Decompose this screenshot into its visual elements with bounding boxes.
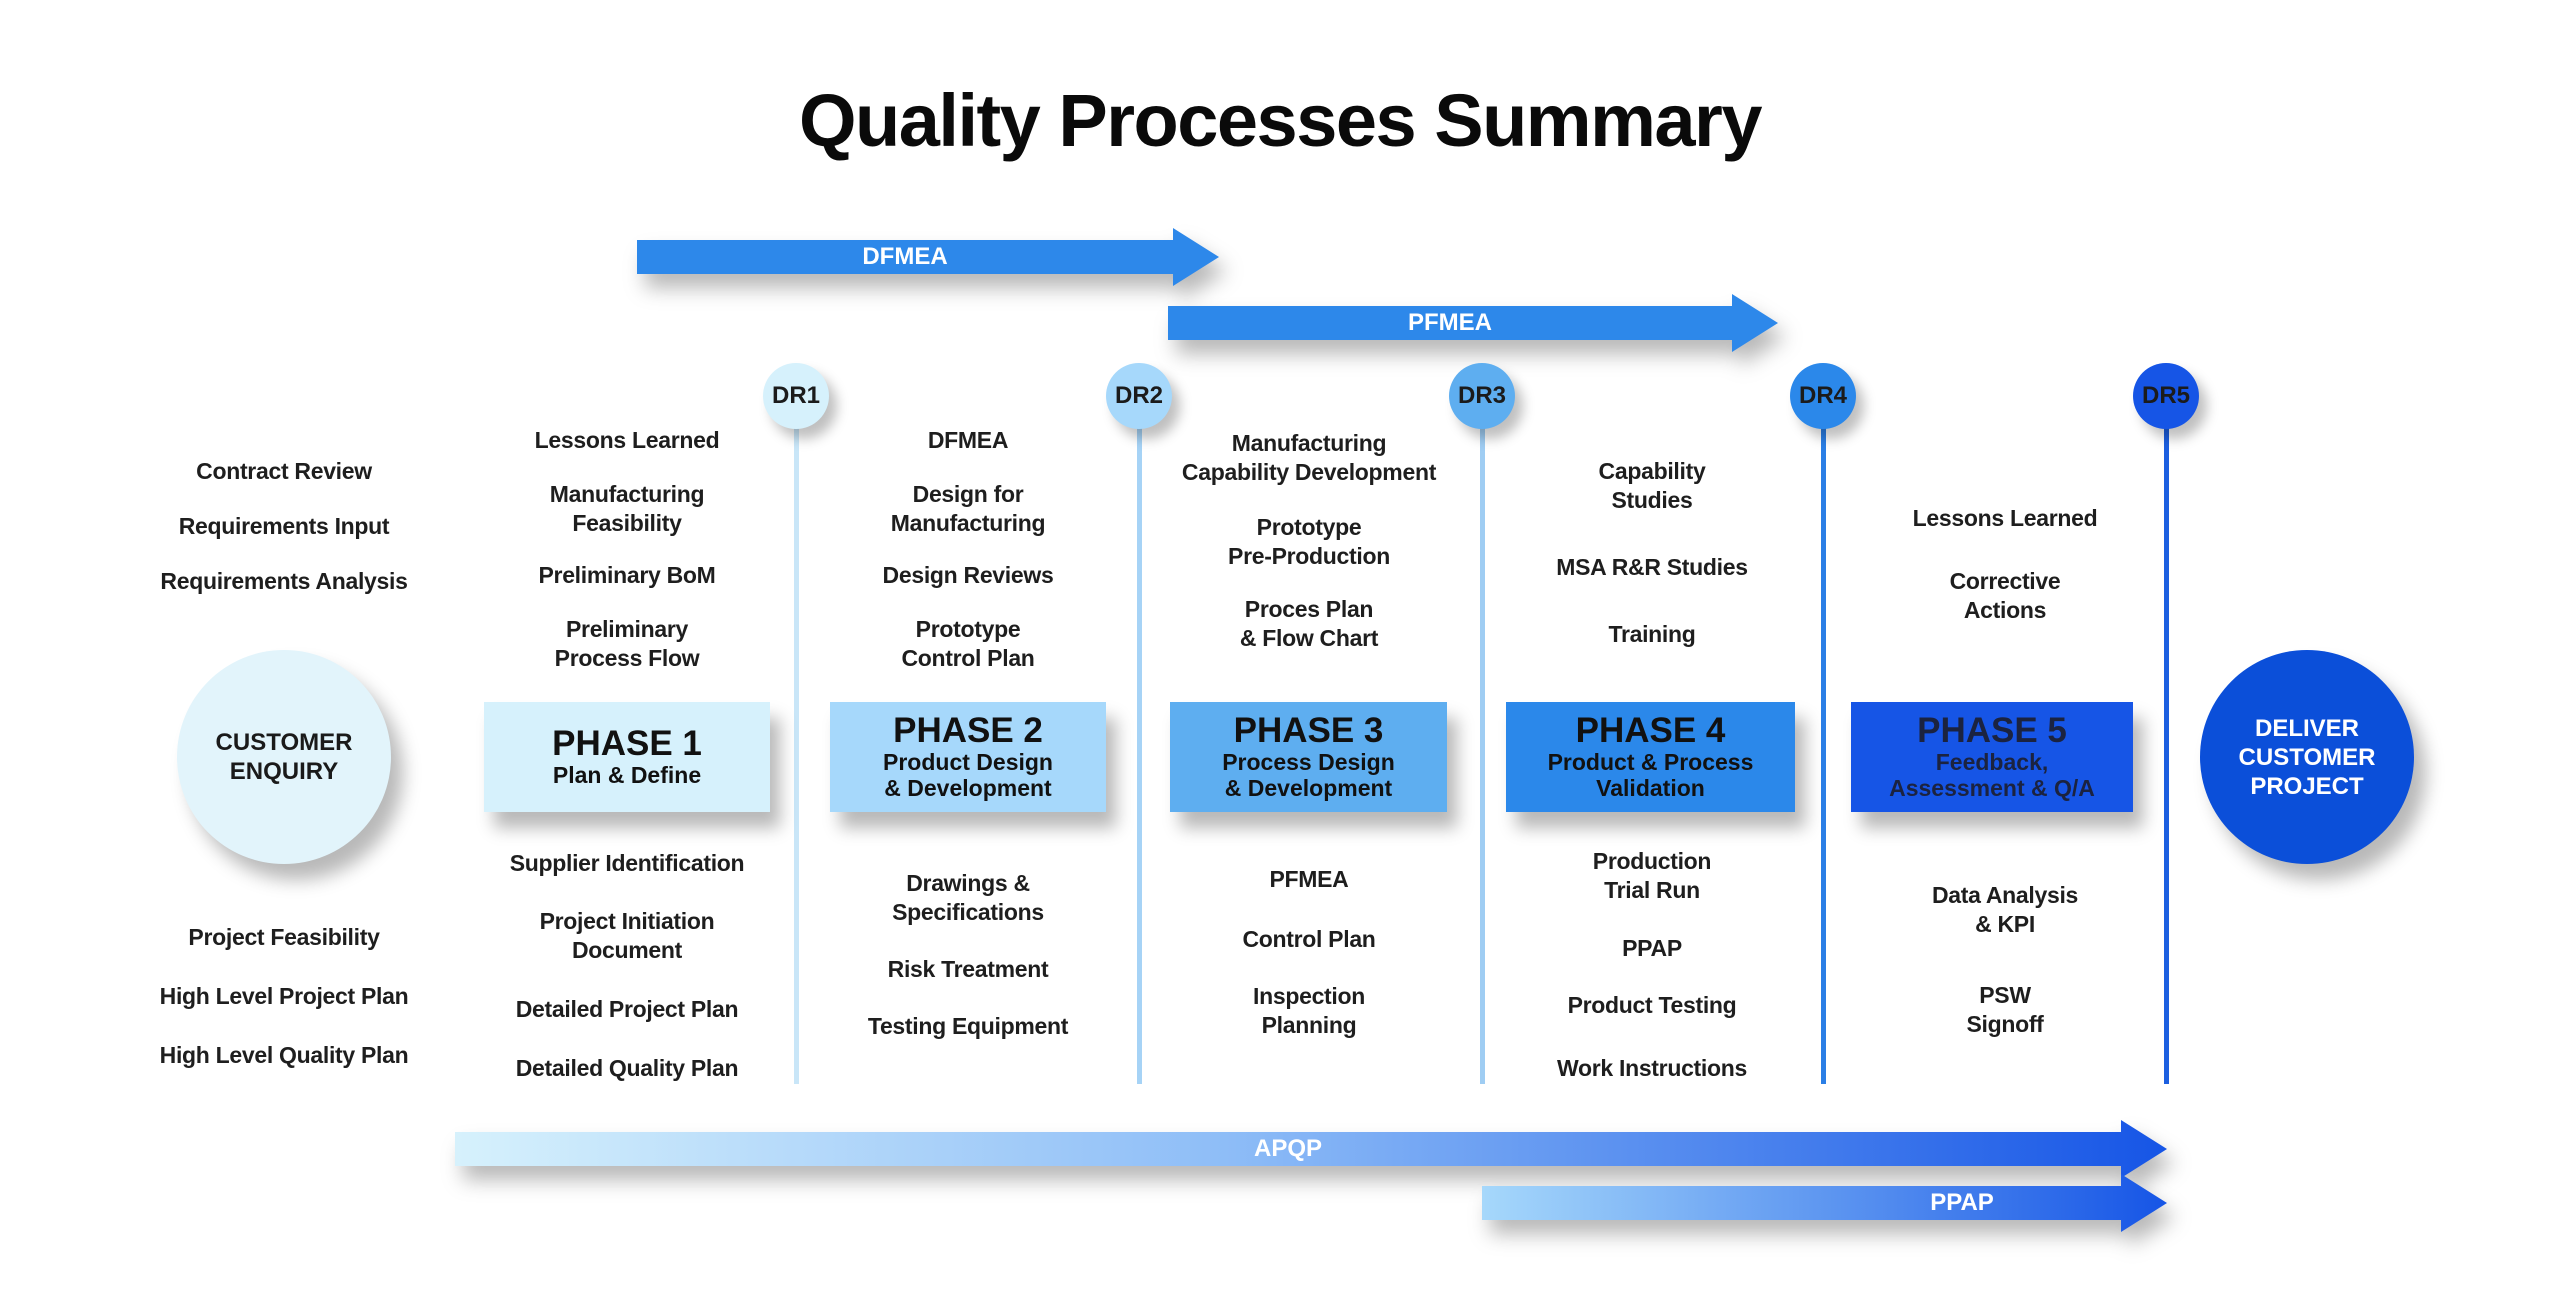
enquiry-below-item: Project Feasibility	[188, 924, 380, 950]
dr3-label: DR3	[1457, 382, 1506, 409]
pfmea-arrow-label: PFMEA	[1408, 309, 1492, 336]
phase2-above-item: Design for Manufacturing	[890, 481, 1046, 536]
phase1-above-item: Manufacturing Feasibility	[549, 481, 705, 536]
apqp-arrow: APQP	[455, 1120, 2167, 1178]
dr1-label: DR1	[771, 382, 820, 409]
dr5-line	[2164, 420, 2169, 1084]
phase2-subtitle: Product Design & Development	[883, 749, 1053, 801]
phase4-below-item: Production Trial Run	[1592, 848, 1712, 903]
phase2-title: PHASE 2	[893, 711, 1043, 750]
phase4-title: PHASE 4	[1575, 711, 1726, 750]
phase3-below-item: Control Plan	[1242, 926, 1376, 952]
phase4-above-item: MSA R&R Studies	[1556, 554, 1748, 580]
phase3-above-item: Proces Plan & Flow Chart	[1239, 596, 1379, 651]
phase3-box: PHASE 3 Process Design & Development	[1170, 702, 1447, 812]
dfmea-arrow: DFMEA	[637, 228, 1219, 286]
phase1-below-item: Supplier Identification	[509, 850, 745, 876]
phase3-below-item: PFMEA	[1269, 866, 1349, 892]
phase1-title: PHASE 1	[552, 724, 702, 763]
design-review-dr1: DR1	[763, 363, 829, 429]
phase2-box: PHASE 2 Product Design & Development	[830, 702, 1106, 812]
enquiry-below-item: High Level Project Plan	[159, 983, 409, 1009]
enquiry-above-item: Contract Review	[196, 458, 372, 484]
phase2-above-item: DFMEA	[927, 427, 1009, 453]
deliver-customer-project-circle: DELIVER CUSTOMER PROJECT	[2200, 650, 2414, 864]
dr2-label: DR2	[1114, 382, 1163, 409]
phase5-subtitle: Feedback, Assessment & Q/A	[1889, 749, 2095, 801]
phase5-above-item: Corrective Actions	[1949, 568, 2061, 623]
phase1-box: PHASE 1 Plan & Define	[484, 702, 770, 812]
pfmea-arrow: PFMEA	[1168, 294, 1778, 352]
phase5-box: PHASE 5 Feedback, Assessment & Q/A	[1851, 702, 2133, 812]
phase1-below-item: Project Initiation Document	[539, 908, 715, 963]
phase5-below-item: PSW Signoff	[1966, 982, 2044, 1037]
dr4-label: DR4	[1798, 382, 1847, 409]
phase1-below-item: Detailed Project Plan	[515, 996, 739, 1022]
phase3-above-item: Manufacturing Capability Development	[1181, 430, 1437, 485]
phase1-subtitle: Plan & Define	[552, 762, 702, 788]
phase3-below-item: Inspection Planning	[1252, 983, 1366, 1038]
phase3-title: PHASE 3	[1233, 711, 1384, 750]
phase2-below-item: Drawings & Specifications	[892, 870, 1044, 925]
ppap-arrow-shape	[1482, 1174, 2167, 1232]
phase4-box: PHASE 4 Product & Process Validation	[1506, 702, 1795, 812]
design-review-dr3: DR3	[1449, 363, 1515, 429]
phase4-above-item: Training	[1608, 621, 1696, 647]
customer-enquiry-circle: CUSTOMER ENQUIRY	[177, 650, 391, 864]
design-review-dr4: DR4	[1790, 363, 1856, 429]
dr5-label: DR5	[2141, 382, 2190, 409]
deliver-label: DELIVER CUSTOMER PROJECT	[2238, 714, 2376, 800]
enquiry-above-item: Requirements Analysis	[160, 568, 408, 594]
dfmea-arrow-shape	[637, 228, 1219, 286]
enquiry-above-item: Requirements Input	[178, 513, 390, 539]
apqp-arrow-shape	[455, 1120, 2167, 1178]
phase5-title: PHASE 5	[1917, 711, 2067, 750]
phase1-above-item: Lessons Learned	[534, 427, 720, 453]
phase4-below-item: Product Testing	[1567, 992, 1737, 1018]
phase4-below-item: PPAP	[1622, 935, 1682, 961]
phase2-above-item: Design Reviews	[882, 562, 1054, 588]
phase3-subtitle: Process Design & Development	[1222, 749, 1395, 801]
dr4-line	[1821, 420, 1826, 1084]
ppap-arrow: PPAP	[1482, 1174, 2167, 1232]
phase1-below-item: Detailed Quality Plan	[515, 1055, 739, 1081]
phase2-below-item: Testing Equipment	[867, 1013, 1069, 1039]
phase5-below-item: Data Analysis & KPI	[1931, 882, 2079, 937]
page-title: Quality Processes Summary	[798, 79, 1763, 162]
dr2-line	[1137, 420, 1142, 1084]
dr3-line	[1480, 420, 1485, 1084]
pfmea-arrow-shape	[1168, 294, 1778, 352]
phase1-above-item: Preliminary BoM	[538, 562, 716, 588]
design-review-dr2: DR2	[1106, 363, 1172, 429]
phase5-above-item: Lessons Learned	[1912, 505, 2098, 531]
apqp-arrow-label: APQP	[1253, 1135, 1322, 1162]
phase2-above-item: Prototype Control Plan	[901, 616, 1035, 671]
dr1-line	[794, 420, 799, 1084]
dfmea-arrow-label: DFMEA	[862, 243, 948, 270]
customer-enquiry-label: CUSTOMER ENQUIRY	[215, 729, 353, 785]
phase4-below-item: Work Instructions	[1557, 1055, 1747, 1081]
design-review-dr5: DR5	[2133, 363, 2199, 429]
phase1-above-item: Preliminary Process Flow	[554, 616, 700, 671]
phase3-above-item: Prototype Pre-Production	[1228, 514, 1390, 569]
phase4-subtitle: Product & Process Validation	[1547, 749, 1754, 801]
ppap-arrow-label: PPAP	[1930, 1189, 1994, 1216]
enquiry-below-item: High Level Quality Plan	[159, 1042, 409, 1068]
phase2-below-item: Risk Treatment	[887, 956, 1049, 982]
phase4-above-item: Capability Studies	[1598, 458, 1706, 513]
